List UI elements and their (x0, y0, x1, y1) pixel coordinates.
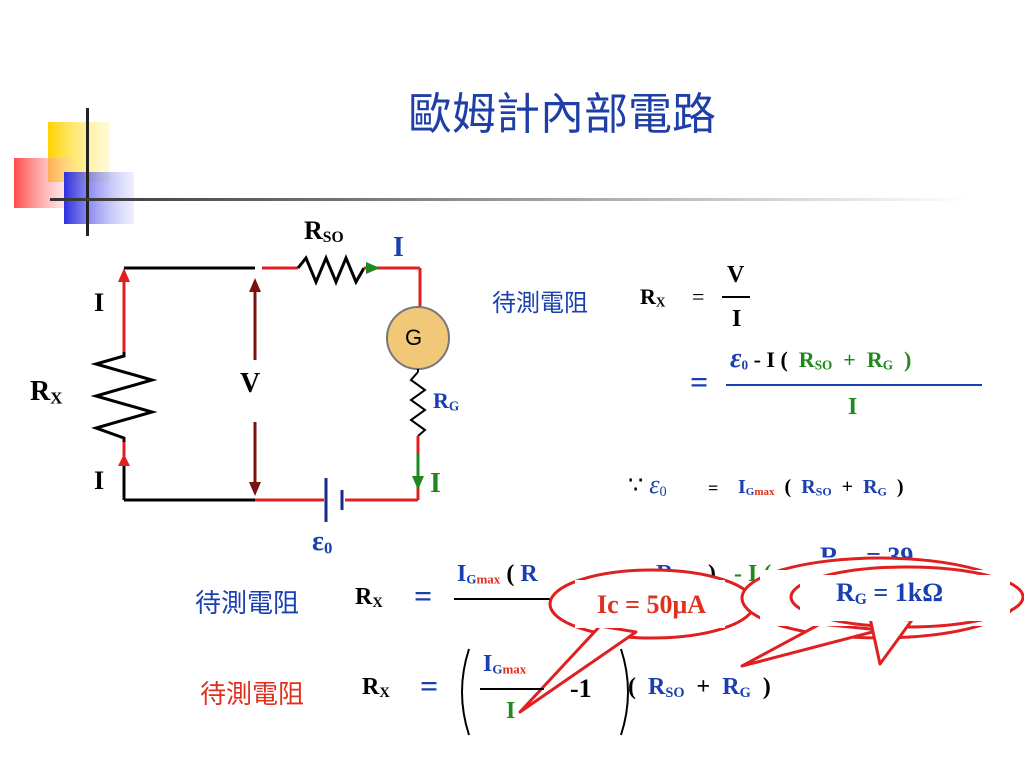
eq3: ∵ ε0 (628, 470, 667, 500)
eq1-prefix: 待測電阻 (492, 289, 588, 317)
current-label-left-top: I (94, 288, 105, 317)
callout-ic (518, 568, 756, 714)
eq1-fraction-line (722, 296, 750, 298)
rso-label: RSO (304, 216, 344, 247)
eq5-rhs: ( RSO + RG ) (628, 674, 771, 701)
eq4-prefix: 待測電阻 (195, 589, 300, 619)
circuit-diagram (90, 254, 450, 522)
eq4-close: ) (708, 561, 716, 587)
eq4-numerator: IGmax ( R (457, 561, 538, 587)
eq2-equals: = (690, 364, 709, 400)
voltage-arrow-up (249, 278, 261, 292)
eq4-fraction-line (454, 598, 554, 600)
horizontal-line (50, 198, 970, 201)
eq5-equals: = (420, 668, 439, 704)
voltage-arrow-down (249, 482, 261, 496)
emf-label: ε0 (312, 526, 333, 558)
eq5-numerator: IGmax (483, 651, 527, 677)
eq2-fraction-line (726, 384, 982, 386)
eq1-equals: = (692, 284, 705, 309)
eq1-denominator: I (732, 306, 742, 332)
current-arrow-top (366, 262, 380, 274)
rso-resistor (296, 254, 366, 286)
eq5-prefix: 待測電阻 (200, 680, 305, 710)
eq2-numerator: ε0 - I ( RSO + RG ) (730, 343, 912, 374)
callout-rg-text: RG = 1kΩ (836, 578, 944, 609)
eq5-rx: RX (362, 674, 390, 701)
current-label-right: I (430, 468, 441, 499)
eq3-rhs: IGmax ( RSO + RG ) (738, 476, 904, 499)
eq4-rx: RX (355, 584, 383, 611)
current-arrow-right (412, 476, 424, 490)
rg-label: RG (433, 388, 460, 414)
eq2-denominator: I (848, 394, 858, 420)
corner-decoration (14, 108, 970, 236)
eq4-equals: = (414, 578, 433, 614)
eq5-minus-one: -1 (570, 674, 592, 703)
rx-resistor (90, 352, 158, 442)
rx-label: RX (30, 376, 63, 408)
eq1-rx: RX (640, 284, 666, 310)
rg-resistor (409, 371, 427, 437)
current-label-top: I (393, 232, 404, 263)
current-label-left-bottom: I (94, 466, 105, 495)
callout-ic-text: Ic = 50μA (597, 590, 706, 619)
vertical-line (86, 108, 89, 236)
voltage-label: V (240, 368, 261, 399)
eq1-numerator: V (727, 262, 745, 288)
callout-rg (789, 565, 1024, 666)
eq5-parentheses (461, 648, 629, 736)
eq5-denominator: I (506, 698, 516, 724)
eq3-equals: = (708, 478, 719, 498)
page-title: 歐姆計內部電路 (408, 89, 716, 140)
callout-rso-text: RSO = 39 (820, 542, 914, 571)
galvanometer-label: G (405, 325, 423, 350)
eq5-fraction-line (480, 688, 544, 690)
